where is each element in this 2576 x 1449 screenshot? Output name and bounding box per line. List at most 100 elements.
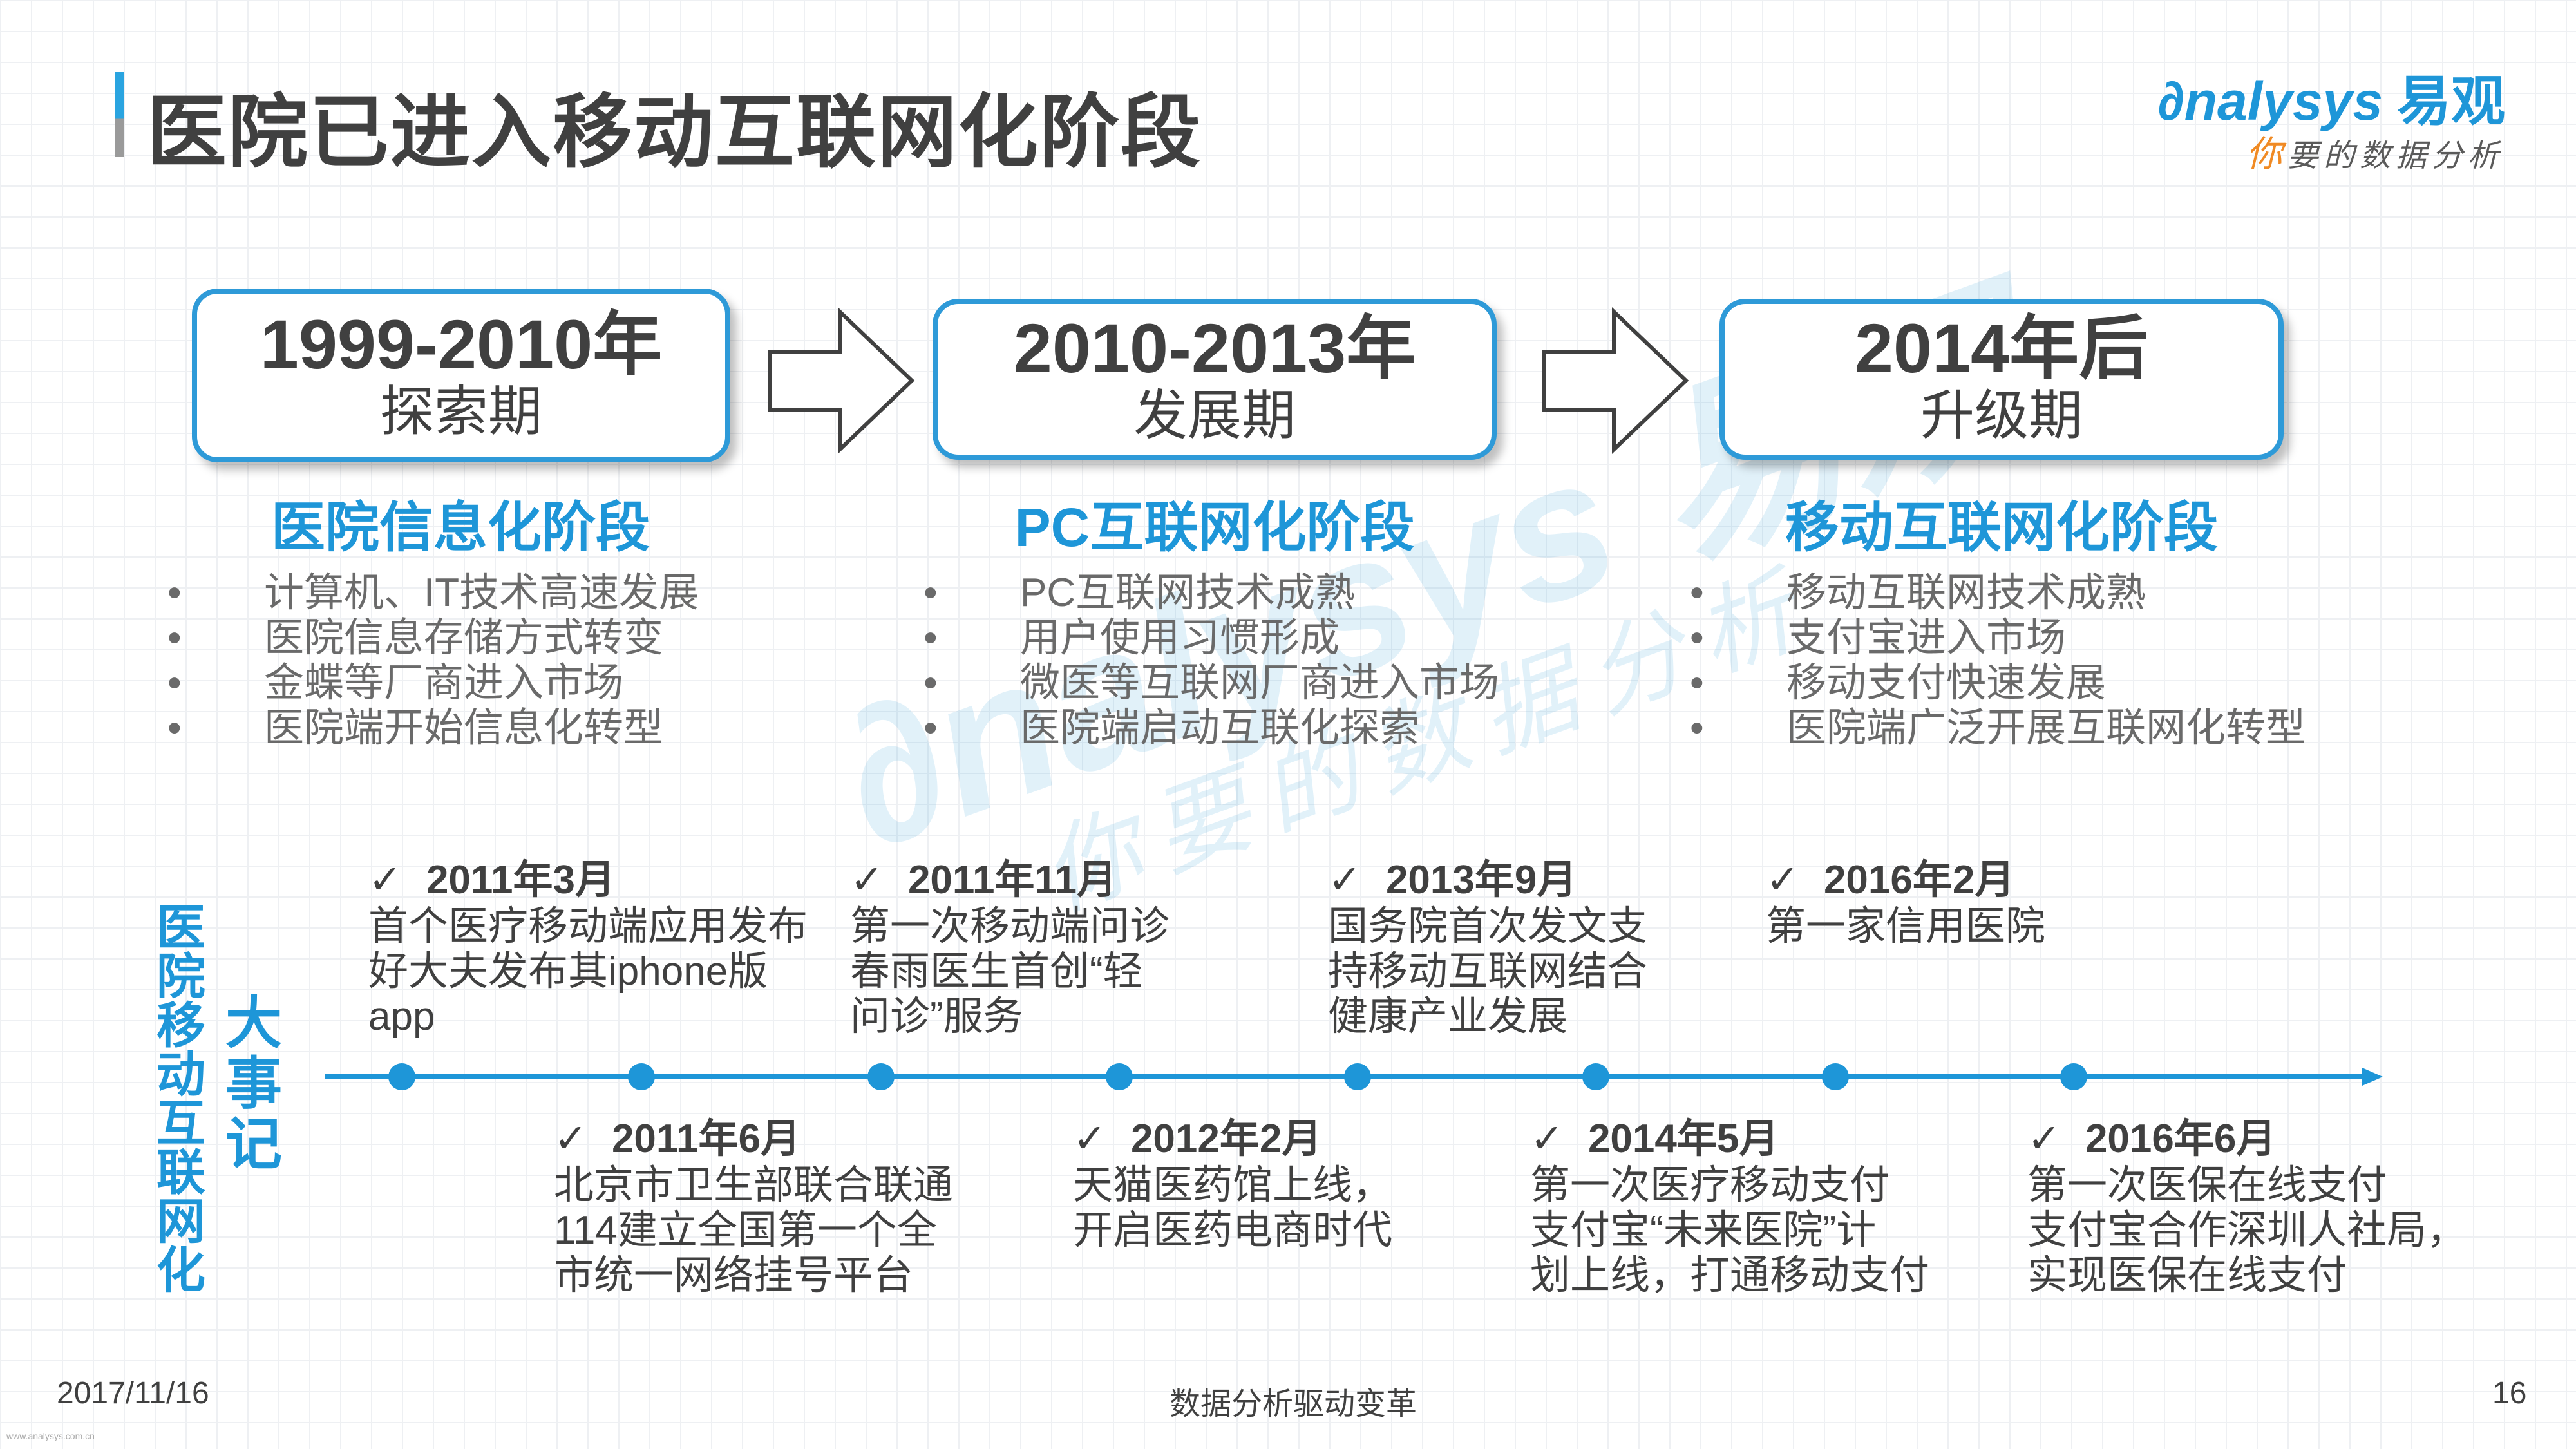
timeline-dot bbox=[1822, 1063, 1849, 1090]
event-line: 北京市卫生部联合联通 bbox=[554, 1163, 954, 1208]
logo-brand-initial: ∂ bbox=[2157, 71, 2184, 131]
page-number: 16 bbox=[2492, 1376, 2527, 1410]
check-icon: ✓ bbox=[1073, 1117, 1106, 1161]
check-icon: ✓ bbox=[1766, 858, 1799, 902]
side-label-char: 移 bbox=[156, 999, 205, 1054]
period-box-3: 2014年后 升级期 bbox=[1719, 299, 2284, 460]
event-line: 第一次移动端问诊 bbox=[850, 904, 1170, 949]
check-icon: ✓ bbox=[2027, 1117, 2061, 1161]
arrow-right-icon bbox=[768, 307, 915, 455]
period-name: 升级期 bbox=[1920, 385, 2083, 446]
event-date: ✓2011年3月 bbox=[368, 858, 615, 902]
check-icon: ✓ bbox=[1328, 858, 1361, 902]
event-date: ✓2012年2月 bbox=[1073, 1117, 1322, 1161]
period-name: 发展期 bbox=[1133, 385, 1296, 446]
side-label-char: 互 bbox=[156, 1097, 205, 1151]
event-date: ✓2016年2月 bbox=[1766, 858, 2015, 902]
list-item: 用户使用习惯形成 bbox=[923, 616, 1499, 661]
bullet-list-3: 移动互联网技术成熟 支付宝进入市场 移动支付快速发展 医院端广泛开展互联网化转型 bbox=[1690, 571, 2306, 751]
event-line: 开启医药电商时代 bbox=[1073, 1208, 1393, 1253]
side-label-char: 网 bbox=[156, 1195, 205, 1249]
check-icon: ✓ bbox=[1530, 1117, 1564, 1161]
event-line: 实现医保在线支付 bbox=[2027, 1253, 2347, 1298]
timeline-event-6: ✓2014年5月 第一次医疗移动支付 支付宝“未来医院”计 划上线，打通移动支付 bbox=[1530, 1115, 1929, 1298]
event-line: 114建立全国第一个全 bbox=[554, 1208, 937, 1253]
side-label-char: 大 bbox=[225, 991, 282, 1055]
period-box-1: 1999-2010年 探索期 bbox=[192, 289, 730, 462]
period-years: 2010-2013年 bbox=[1013, 309, 1416, 387]
stage-title-1: 医院信息化阶段 bbox=[270, 497, 650, 558]
side-label-char: 记 bbox=[225, 1112, 282, 1176]
check-icon: ✓ bbox=[368, 858, 402, 902]
timeline-event-2: ✓2011年6月 北京市卫生部联合联通 114建立全国第一个全 市统一网络挂号平… bbox=[554, 1115, 953, 1298]
event-line: 支付宝合作深圳人社局， bbox=[2027, 1208, 2467, 1253]
timeline-dot bbox=[1106, 1063, 1133, 1090]
timeline-dot bbox=[1582, 1063, 1609, 1090]
timeline-event-4: ✓2012年2月 天猫医药馆上线， 开启医药电商时代 bbox=[1073, 1115, 1392, 1253]
stage-title-3: 移动互联网化阶段 bbox=[1785, 497, 2218, 558]
list-item: PC互联网技术成熟 bbox=[923, 571, 1499, 616]
side-label-char: 院 bbox=[156, 950, 205, 1005]
period-box-2: 2010-2013年 发展期 bbox=[933, 299, 1497, 460]
footer-date: 2017/11/16 bbox=[57, 1376, 209, 1410]
period-years: 1999-2010年 bbox=[260, 305, 663, 383]
side-label-char: 事 bbox=[225, 1052, 282, 1115]
arrow-right-icon bbox=[1542, 307, 1689, 455]
title-accent-bar bbox=[115, 72, 124, 157]
event-line: 春雨医生首创“轻 bbox=[850, 949, 1143, 994]
timeline-dot bbox=[1344, 1063, 1371, 1090]
event-line: 持移动互联网结合 bbox=[1328, 949, 1648, 994]
event-date: ✓2011年11月 bbox=[850, 858, 1117, 902]
timeline-arrowhead-icon bbox=[2362, 1068, 2383, 1086]
event-line: 第一次医保在线支付 bbox=[2027, 1163, 2387, 1208]
event-line: 市统一网络挂号平台 bbox=[554, 1253, 914, 1298]
list-item: 计算机、IT技术高速发展 bbox=[167, 571, 699, 616]
logo-slogan-first: 你 bbox=[2246, 133, 2287, 174]
period-name: 探索期 bbox=[379, 381, 542, 442]
stage-title-2: PC互联网化阶段 bbox=[1014, 497, 1415, 558]
timeline-event-1: ✓2011年3月 首个医疗移动端应用发布 好大夫发布其iphone版 app bbox=[368, 857, 808, 1039]
list-item: 微医等互联网厂商进入市场 bbox=[923, 661, 1499, 706]
list-item: 支付宝进入市场 bbox=[1690, 616, 2306, 661]
bullet-list-2: PC互联网技术成熟 用户使用习惯形成 微医等互联网厂商进入市场 医院端启动互联化… bbox=[923, 571, 1499, 751]
logo-brand-en: nalysys bbox=[2184, 71, 2383, 131]
side-label-char: 联 bbox=[156, 1146, 205, 1200]
timeline-event-8: ✓2016年6月 第一次医保在线支付 支付宝合作深圳人社局， 实现医保在线支付 bbox=[2027, 1115, 2467, 1298]
logo-slogan-rest: 要的数据分析 bbox=[2287, 139, 2504, 173]
event-date: ✓2013年9月 bbox=[1328, 858, 1577, 902]
timeline-event-5: ✓2013年9月 国务院首次发文支 持移动互联网结合 健康产业发展 bbox=[1328, 857, 1647, 1039]
event-line: 好大夫发布其iphone版 bbox=[368, 949, 768, 994]
period-years: 2014年后 bbox=[1854, 309, 2149, 387]
event-line: 国务院首次发文支 bbox=[1328, 904, 1648, 949]
event-date: ✓2016年6月 bbox=[2027, 1117, 2277, 1161]
footer-url: www.analysys.com.cn bbox=[6, 1431, 95, 1441]
side-label-char: 医 bbox=[156, 901, 205, 956]
list-item: 移动支付快速发展 bbox=[1690, 661, 2306, 706]
timeline-dot bbox=[867, 1063, 895, 1090]
event-line: app bbox=[368, 994, 435, 1039]
list-item: 医院信息存储方式转变 bbox=[167, 616, 699, 661]
timeline-event-3: ✓2011年11月 第一次移动端问诊 春雨医生首创“轻 问诊”服务 bbox=[850, 857, 1170, 1039]
bullet-list-1: 计算机、IT技术高速发展 医院信息存储方式转变 金蝶等厂商进入市场 医院端开始信… bbox=[167, 571, 699, 751]
timeline-dot bbox=[628, 1063, 655, 1090]
page-title: 医院已进入移动互联网化阶段 bbox=[147, 88, 1202, 177]
logo-brand-cn: 易观 bbox=[2396, 71, 2505, 131]
list-item: 移动互联网技术成熟 bbox=[1690, 571, 2306, 616]
event-line: 划上线，打通移动支付 bbox=[1530, 1253, 1930, 1298]
list-item: 医院端启动互联化探索 bbox=[923, 706, 1499, 751]
side-label-mobile-internet: 医 院 移 动 互 联 网 化 bbox=[152, 904, 210, 1296]
event-line: 第一家信用医院 bbox=[1766, 904, 2046, 949]
side-label-char: 动 bbox=[156, 1048, 205, 1103]
check-icon: ✓ bbox=[554, 1117, 587, 1161]
event-line: 支付宝“未来医院”计 bbox=[1530, 1208, 1877, 1253]
list-item: 医院端广泛开展互联网化转型 bbox=[1690, 706, 2306, 751]
check-icon: ✓ bbox=[850, 858, 884, 902]
event-date: ✓2011年6月 bbox=[554, 1117, 800, 1161]
list-item: 金蝶等厂商进入市场 bbox=[167, 661, 699, 706]
event-line: 问诊”服务 bbox=[850, 994, 1023, 1039]
event-line: 第一次医疗移动支付 bbox=[1530, 1163, 1890, 1208]
logo-slogan: 你要的数据分析 bbox=[2246, 125, 2504, 177]
list-item: 医院端开始信息化转型 bbox=[167, 706, 699, 751]
